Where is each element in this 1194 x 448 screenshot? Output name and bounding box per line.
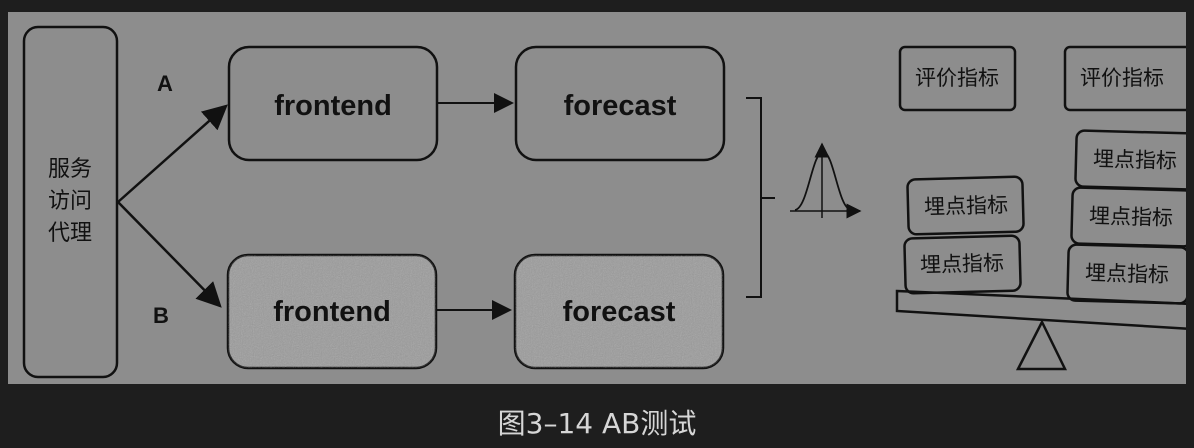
branch-a-label: A <box>157 71 173 96</box>
branch-b-label: B <box>153 303 169 328</box>
arrow-to-b <box>117 201 222 308</box>
b-frontend-label: frontend <box>273 296 391 328</box>
scale-beam <box>895 289 1186 330</box>
a-forecast-label: forecast <box>564 90 677 122</box>
eval-metric-box-left: 评价指标 <box>898 45 1017 112</box>
scale-fulcrum <box>1015 319 1068 371</box>
tracking-metric-box: 埋点指标 <box>903 234 1022 295</box>
a-frontend-label: frontend <box>274 90 392 122</box>
proxy-label-line-1: 服务 <box>48 157 92 182</box>
tracking-metric-box: 埋点指标 <box>1066 243 1186 305</box>
a-forecast-box: forecast <box>514 45 726 162</box>
tracking-metric-box: 埋点指标 <box>906 175 1025 236</box>
b-frontend-box: frontend <box>226 253 438 370</box>
balance-scale <box>895 289 1186 371</box>
b-forecast-box: forecast <box>513 253 725 370</box>
figure-panel: 服务 访问 代理 A B frontend forecast frontend <box>8 12 1186 384</box>
tracking-metric-box: 埋点指标 <box>1074 129 1186 191</box>
tracking-metric-label: 埋点指标 <box>920 251 1005 277</box>
tracking-metric-label: 埋点指标 <box>924 193 1009 219</box>
eval-metric-left-label: 评价指标 <box>915 66 999 90</box>
proxy-label-line-3: 代理 <box>48 221 92 246</box>
tracking-metric-label: 埋点指标 <box>1093 147 1178 173</box>
figure-caption: 图3–14 AB测试 <box>497 407 697 440</box>
b-forecast-label: forecast <box>563 296 676 328</box>
merge-bracket <box>746 97 775 298</box>
service-proxy-box: 服务 访问 代理 <box>22 25 119 379</box>
arrow-to-a <box>117 104 228 203</box>
tracking-metric-box: 埋点指标 <box>1070 186 1186 248</box>
tracking-metric-label: 埋点指标 <box>1089 204 1174 230</box>
distribution-curve-icon <box>790 142 862 219</box>
ab-test-diagram: 服务 访问 代理 A B frontend forecast frontend <box>22 25 1186 379</box>
eval-metric-box-right: 评价指标 <box>1063 45 1186 112</box>
eval-metric-right-label: 评价指标 <box>1080 66 1164 90</box>
proxy-label-line-2: 访问 <box>48 189 92 214</box>
tracking-metric-label: 埋点指标 <box>1085 261 1170 287</box>
a-frontend-box: frontend <box>227 45 439 162</box>
